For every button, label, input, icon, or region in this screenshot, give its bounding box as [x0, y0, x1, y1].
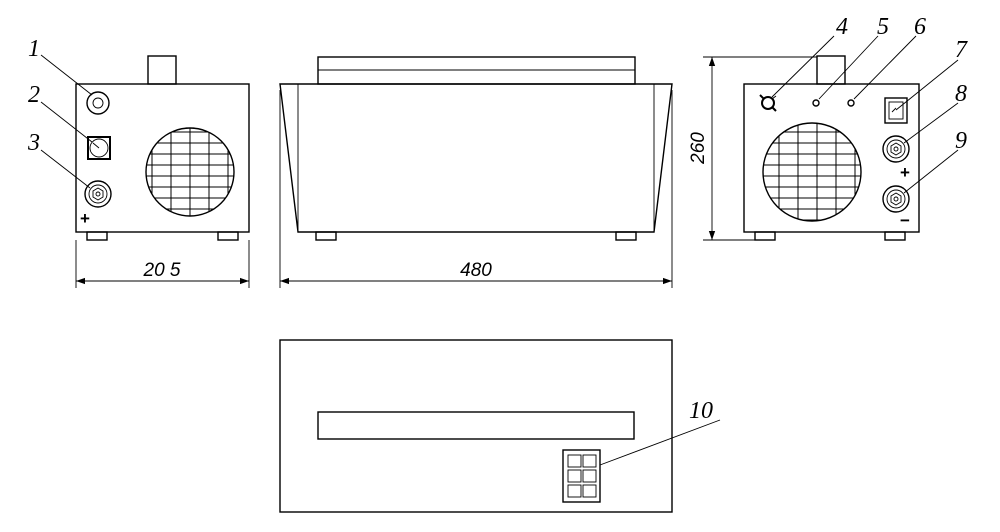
indicator-led-icon	[812, 99, 820, 107]
callout-4: 4	[836, 14, 848, 40]
callout-3: 3	[27, 130, 40, 156]
control-panel-icon	[562, 449, 601, 503]
callout-7: 7	[955, 37, 968, 63]
top-view	[279, 339, 721, 513]
left-side-body	[75, 83, 250, 233]
top-view-body	[279, 339, 673, 513]
callout-10: 10	[689, 398, 713, 424]
polarity-minus-right: −	[900, 211, 910, 230]
indicator-led-icon	[847, 99, 855, 107]
callout-1: 1	[28, 36, 40, 62]
foot	[615, 231, 637, 241]
dimension-height: 260	[688, 132, 709, 165]
indicator-knob-icon	[86, 91, 110, 115]
right-side-view: + − 260	[688, 35, 959, 241]
top-connector	[147, 55, 177, 85]
polarity-plus-left: +	[80, 209, 90, 228]
foot	[315, 231, 337, 241]
plus-terminal-icon	[84, 180, 112, 208]
fan-grille	[145, 127, 235, 217]
top-connector	[816, 55, 846, 85]
callout-6: 6	[914, 14, 926, 40]
dimension-length: 480	[460, 260, 492, 281]
dimension-depth: 20 5	[143, 260, 181, 281]
front-body	[279, 83, 673, 233]
foot	[754, 231, 776, 241]
fan-grille	[762, 122, 862, 222]
foot	[86, 231, 108, 241]
minus-terminal-icon	[882, 185, 910, 213]
foot	[217, 231, 239, 241]
top-handle	[317, 56, 636, 85]
right-side-body	[743, 83, 920, 233]
plus-terminal-icon	[882, 135, 910, 163]
front-view: 480	[279, 56, 673, 288]
callout-9: 9	[955, 128, 967, 154]
callout-5: 5	[877, 14, 889, 40]
polarity-plus-right: +	[900, 163, 910, 182]
callout-2: 2	[28, 82, 40, 108]
top-handle	[317, 411, 635, 440]
callout-labels: 1 2 3 4 5 6 7 8 9 10	[27, 14, 968, 424]
connector-icon	[759, 94, 777, 112]
power-switch-icon	[884, 97, 908, 124]
foot	[884, 231, 906, 241]
callout-8: 8	[955, 81, 967, 107]
gauge-icon	[87, 136, 111, 160]
left-side-view: + 20 5	[40, 54, 250, 288]
